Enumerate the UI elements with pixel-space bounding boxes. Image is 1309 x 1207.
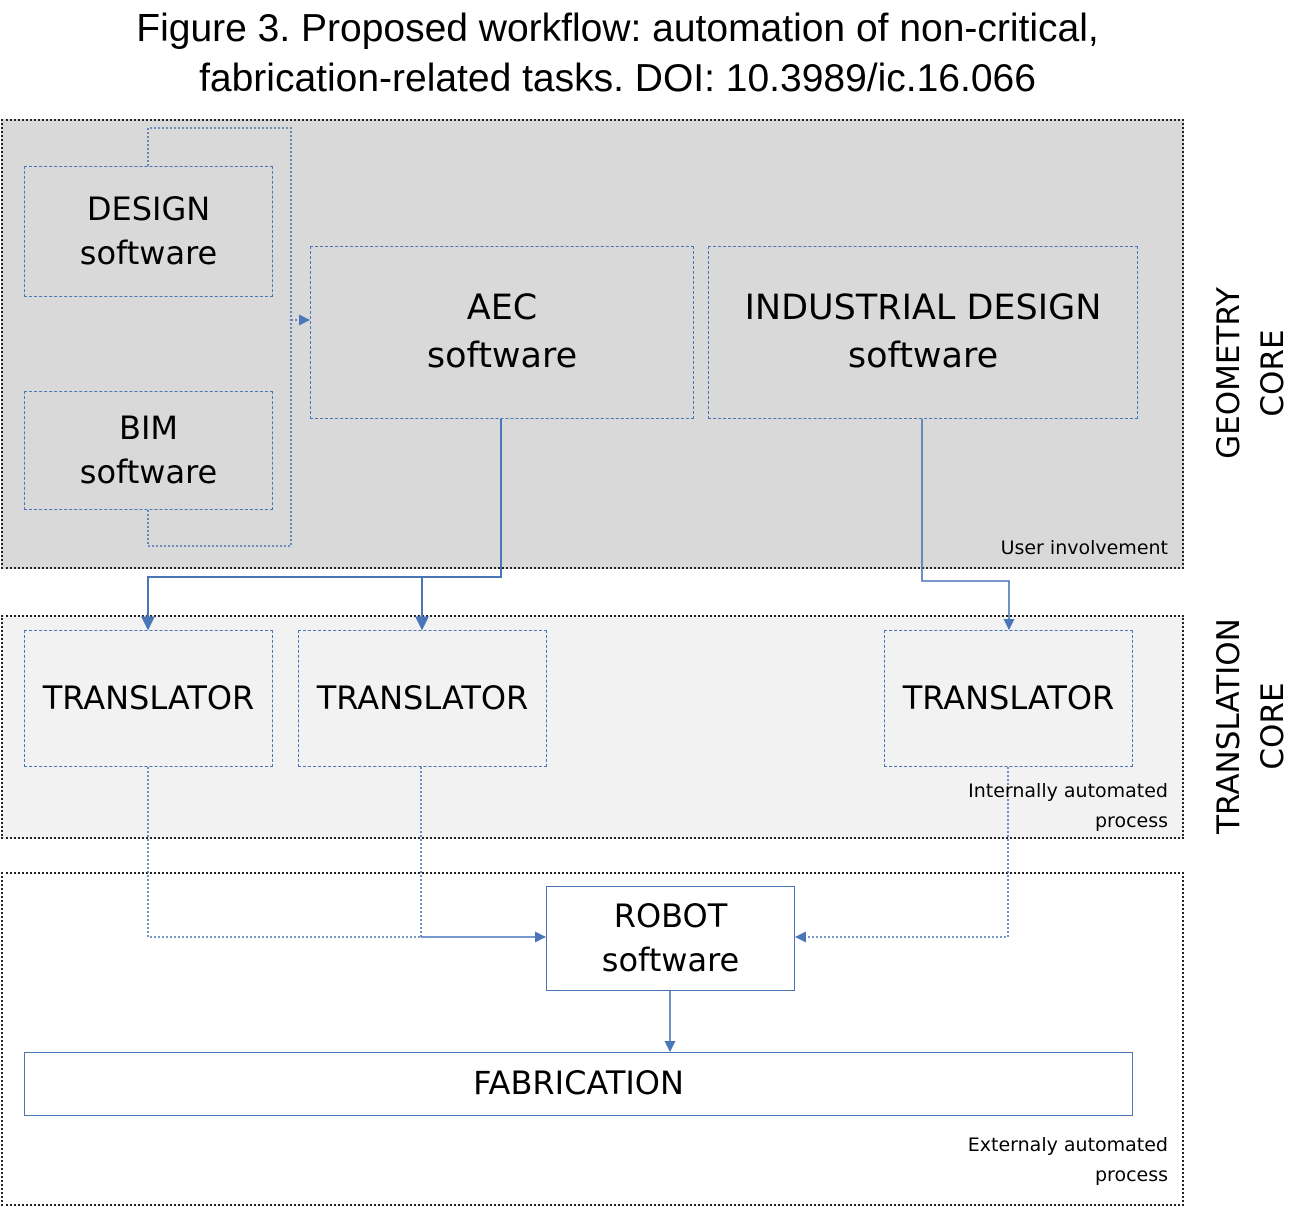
bim-software-box: BIM software [24,391,273,510]
fabrication-box: FABRICATION [24,1052,1133,1116]
robot-software-label-2: software [601,940,740,979]
bim-software-label-2: software [79,452,218,491]
caption-line-1: Figure 3. Proposed workflow: automation … [136,7,1099,50]
geometry-core-label-line-2: CORE [1255,329,1291,417]
fabrication-label: FABRICATION [473,1064,684,1103]
internally-automated-note-line-2: process [1094,810,1168,832]
internally-automated-note: Internally automated process [968,776,1168,836]
aec-software-label-1: AEC [466,288,538,329]
geometry-core-label-line-1: GEOMETRY [1211,287,1247,459]
translation-core-label-line-2: CORE [1255,682,1291,770]
figure-caption: Figure 3. Proposed workflow: automation … [0,4,1235,104]
robot-software-box: ROBOT software [546,886,795,991]
design-software-label-1: DESIGN [86,190,211,229]
industrial-design-software-box: INDUSTRIAL DESIGN software [708,246,1138,419]
industrial-design-software-label-1: INDUSTRIAL DESIGN [744,288,1102,329]
externally-automated-note: Externaly automated process [968,1130,1168,1190]
aec-software-box: AEC software [310,246,694,419]
aec-to-translator-1-connector [141,419,502,631]
translator-label-2: TRANSLATOR [316,678,529,717]
internally-automated-note-line-1: Internally automated [968,780,1168,802]
translator-1-to-robot-connector [147,767,421,938]
translation-core-label-line-1: TRANSLATION [1211,618,1247,834]
translator-box-3: TRANSLATOR [884,630,1133,767]
design-software-label-2: software [79,233,218,272]
design-software-box: DESIGN software [24,166,273,297]
translator-box-2: TRANSLATOR [298,630,547,767]
translation-core-region [1,615,1184,839]
translator-label-3: TRANSLATOR [902,678,1115,717]
translator-3-to-robot-connector [794,767,1009,943]
aec-software-label-2: software [426,335,578,376]
translation-core-label: TRANSLATION CORE [1207,606,1295,846]
bim-software-label-1: BIM [119,409,178,448]
translator-box-1: TRANSLATOR [24,630,273,767]
industrial-to-translator-3-connector [921,419,1015,631]
geometry-core-region [1,119,1184,569]
robot-software-label-1: ROBOT [613,897,728,936]
externally-automated-note-line-1: Externaly automated [967,1134,1168,1156]
user-involvement-note: User involvement [1000,537,1168,559]
caption-line-2: fabrication-related tasks. DOI: 10.3989/… [199,57,1036,100]
industrial-design-software-label-2: software [847,335,999,376]
geometry-core-label: GEOMETRY CORE [1207,263,1295,483]
translator-label-1: TRANSLATOR [42,678,255,717]
externally-automated-note-line-2: process [1094,1164,1168,1186]
design-bim-to-aec-connector [147,127,292,547]
